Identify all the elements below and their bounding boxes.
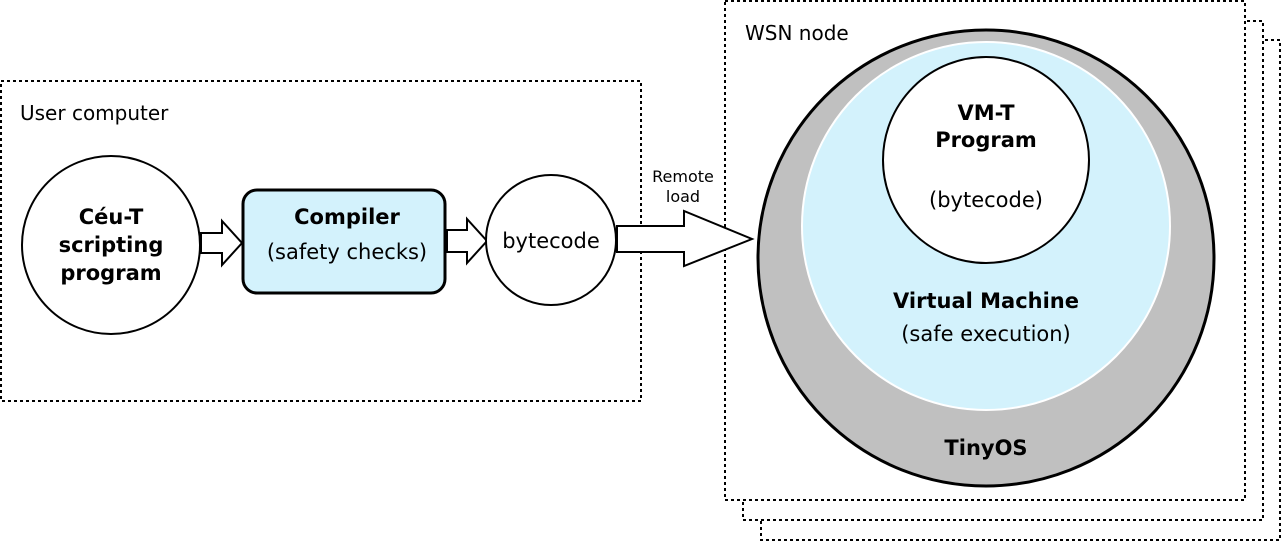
tinyos-label: TinyOS xyxy=(944,436,1027,460)
remote-load-label-line1: Remote xyxy=(652,167,714,186)
compiler-title: Compiler xyxy=(294,205,400,229)
vm-program-circle xyxy=(882,56,1090,264)
arrow-source-to-compiler xyxy=(200,218,244,268)
vm-program-title-line1: VM-T xyxy=(957,101,1015,125)
arrow-compiler-to-bytecode xyxy=(446,216,489,266)
virtual-machine-subtitle: (safe execution) xyxy=(901,322,1071,346)
vm-program-subtitle: (bytecode) xyxy=(929,188,1043,212)
wsn-node-label: WSN node xyxy=(745,21,849,45)
source-program-line1: Céu-T xyxy=(79,205,144,229)
source-program-line3: program xyxy=(60,261,161,285)
virtual-machine-title: Virtual Machine xyxy=(893,289,1079,313)
compiler-box xyxy=(241,188,447,295)
user-computer-label: User computer xyxy=(20,101,169,125)
compiler-subtitle: (safety checks) xyxy=(267,240,427,264)
source-program-line2: scripting xyxy=(59,233,164,257)
remote-load-arrow xyxy=(616,209,755,268)
bytecode-label: bytecode xyxy=(502,229,600,253)
vm-program-title-line2: Program xyxy=(935,128,1037,152)
remote-load-label-line2: load xyxy=(666,187,700,206)
